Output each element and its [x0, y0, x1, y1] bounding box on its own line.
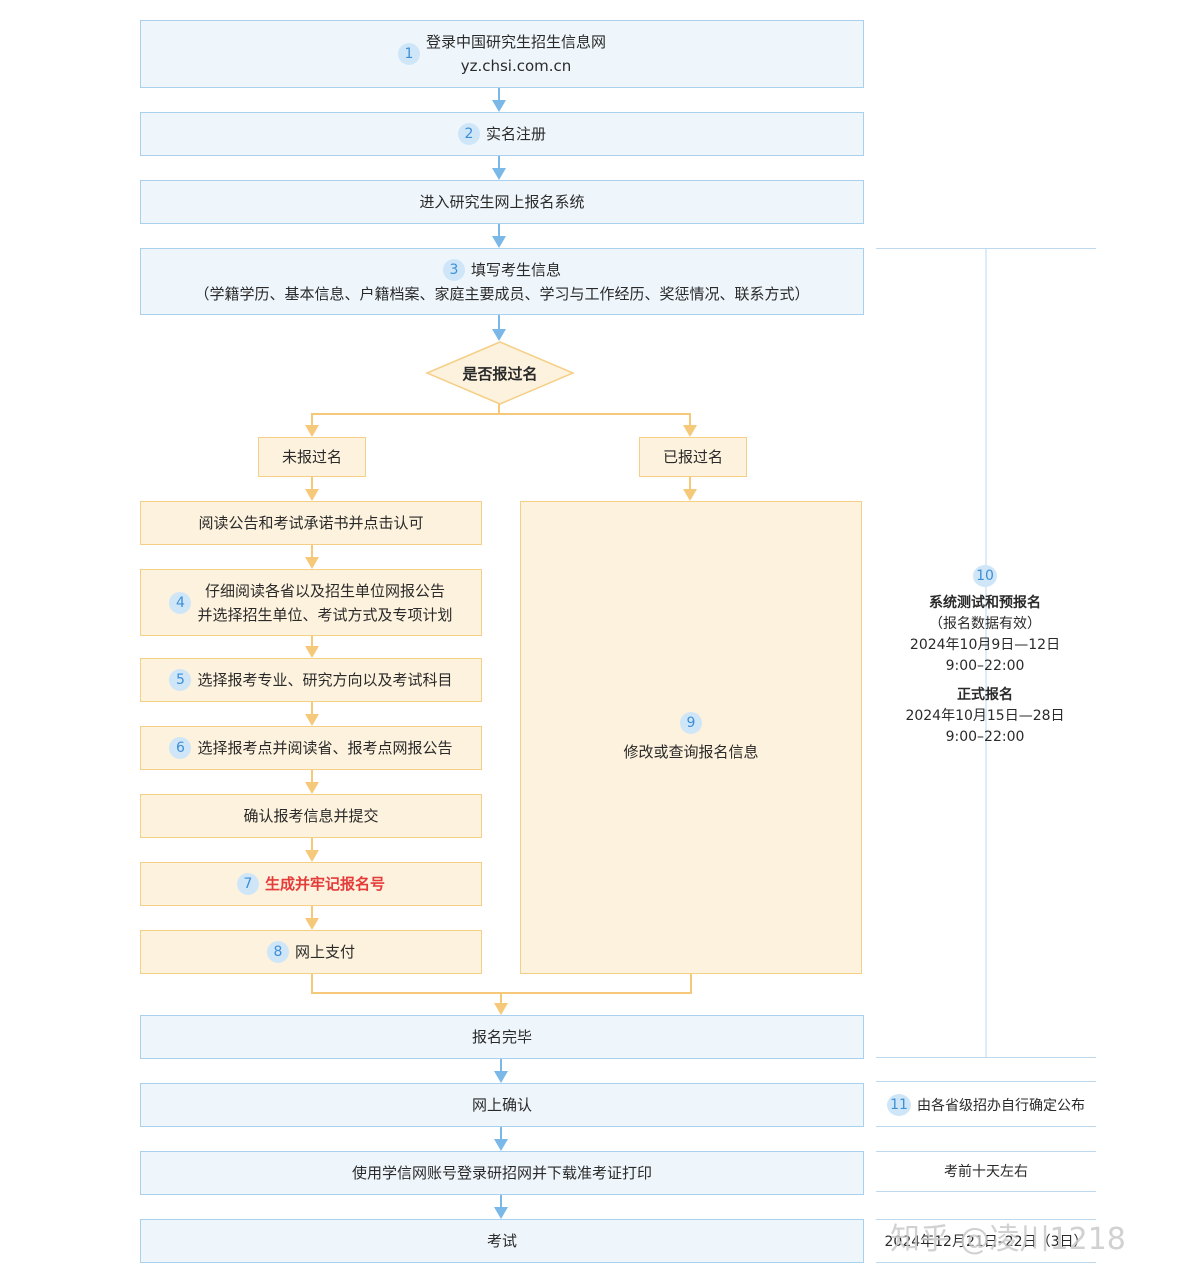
formal-registration-time: 9:00–22:00 [945, 729, 1025, 745]
step-3-detail: （学籍学历、基本信息、户籍档案、家庭主要成员、学习与工作经历、奖惩情况、联系方式… [194, 284, 810, 303]
timeline-divider [876, 248, 1096, 249]
step-9-label: 修改或查询报名信息 [623, 742, 759, 761]
step-exam: 考试 [140, 1219, 864, 1263]
arrow-head [305, 557, 319, 569]
step-number-badge: 10 [973, 565, 997, 587]
arrow-head [305, 782, 319, 794]
step-5-label: 选择报考专业、研究方向以及考试科目 [197, 671, 453, 689]
step-10-registration-period: 10 系统测试和预报名 （报名数据有效） 2024年10月9日—12日 9:00… [900, 565, 1070, 748]
step-number-badge: 11 [887, 1093, 911, 1116]
step-8-payment: 8 网上支付 [140, 930, 482, 974]
step-6-label: 选择报考点并阅读省、报考点网报公告 [197, 739, 453, 757]
branch-registered-label: 已报过名 [662, 448, 723, 466]
step-9-modify-query: 9 修改或查询报名信息 [520, 501, 862, 974]
step-number-badge: 5 [169, 669, 192, 691]
arrow-head [492, 236, 506, 248]
pre-registration-date: 2024年10月9日—12日 [909, 637, 1061, 653]
step-4-line-1: 仔细阅读各省以及招生单位网报公告 [204, 581, 445, 600]
pre-registration-note: （报名数据有效） [929, 616, 1041, 632]
step-number-badge: 7 [236, 873, 259, 895]
step-6-select-site: 6 选择报考点并阅读省、报考点网报公告 [140, 726, 482, 770]
watermark-text: 知乎 @凌川1218 [890, 1222, 1126, 1257]
timeline-divider [876, 1057, 1096, 1058]
branch-not-registered-label: 未报过名 [281, 448, 342, 466]
timeline-divider [876, 1191, 1096, 1192]
formal-registration-date: 2024年10月15日—28日 [905, 708, 1065, 724]
arrow-head [494, 1207, 508, 1219]
branch-connector [499, 413, 691, 427]
exam-date-label: 2024年12月21日–22日（3日） [884, 1233, 1088, 1250]
pre-registration-title: 系统测试和预报名 [929, 595, 1041, 611]
timeline-divider [876, 1262, 1096, 1263]
decision-diamond [425, 341, 575, 405]
admit-ticket-label: 使用学信网账号登录研招网并下载准考证打印 [351, 1164, 652, 1182]
step-7-label: 生成并牢记报名号 [264, 875, 385, 893]
branch-not-registered: 未报过名 [258, 437, 366, 477]
pre-registration-time: 9:00–22:00 [945, 658, 1025, 674]
step-1-login: 1 登录中国研究生招生信息网 yz.chsi.com.cn [140, 20, 864, 88]
branch-registered: 已报过名 [639, 437, 747, 477]
exam-date: 2024年12月21日–22日（3日） [876, 1220, 1096, 1261]
timeline-divider [876, 1081, 1096, 1082]
ticket-print-timing-label: 考前十天左右 [944, 1164, 1028, 1180]
arrow-head [305, 850, 319, 862]
arrow-head [494, 1139, 508, 1151]
step-3-fill-info: 3 填写考生信息 （学籍学历、基本信息、户籍档案、家庭主要成员、学习与工作经历、… [140, 248, 864, 315]
step-done: 报名完毕 [140, 1015, 864, 1059]
arrow-head [305, 646, 319, 658]
read-notice-label: 阅读公告和考试承诺书并点击认可 [198, 514, 424, 532]
step-admit-ticket: 使用学信网账号登录研招网并下载准考证打印 [140, 1151, 864, 1195]
step-number-badge: 9 [680, 711, 702, 734]
step-8-label: 网上支付 [294, 943, 355, 961]
formal-registration-title: 正式报名 [957, 687, 1013, 703]
step-enter-system: 进入研究生网上报名系统 [140, 180, 864, 224]
step-number-badge: 1 [397, 43, 420, 65]
timeline-divider [876, 1126, 1096, 1127]
step-read-notice: 阅读公告和考试承诺书并点击认可 [140, 501, 482, 545]
decision-label: 是否报过名 [462, 364, 538, 383]
arrow-head [494, 1003, 508, 1015]
step-3-title: 填写考生信息 [470, 260, 561, 279]
arrow-head [492, 168, 506, 180]
step-4-line-2: 并选择招生单位、考试方式及专项计划 [197, 605, 453, 624]
arrow-head [492, 329, 506, 341]
enter-system-label: 进入研究生网上报名系统 [419, 193, 585, 211]
ticket-print-timing: 考前十天左右 [876, 1152, 1096, 1190]
timeline-divider [876, 1219, 1096, 1220]
step-number-badge: 4 [169, 591, 192, 614]
step-7-registration-number: 7 生成并牢记报名号 [140, 862, 482, 906]
step-11-confirm-schedule: 11 由各省级招办自行确定公布 [876, 1083, 1096, 1126]
arrow-head [683, 489, 697, 501]
step-number-badge: 8 [266, 941, 289, 963]
step-1-title: 登录中国研究生招生信息网 [425, 33, 606, 51]
step-number-badge: 6 [169, 737, 192, 759]
step-4-select-unit: 4 仔细阅读各省以及招生单位网报公告 并选择招生单位、考试方式及专项计划 [140, 569, 482, 636]
step-1-url: yz.chsi.com.cn [460, 57, 572, 75]
timeline-divider [876, 1151, 1096, 1152]
step-5-select-major: 5 选择报考专业、研究方向以及考试科目 [140, 658, 482, 702]
step-number-badge: 2 [457, 123, 480, 145]
merge-connector [311, 974, 692, 994]
branch-connector [311, 404, 500, 427]
arrow-head [494, 1071, 508, 1083]
arrow-head [492, 100, 506, 112]
step-2-register: 2 实名注册 [140, 112, 864, 156]
online-confirm-label: 网上确认 [471, 1096, 532, 1114]
arrow-head [305, 425, 319, 437]
done-label: 报名完毕 [471, 1028, 532, 1046]
step-confirm-submit: 确认报考信息并提交 [140, 794, 482, 838]
step-online-confirm: 网上确认 [140, 1083, 864, 1127]
exam-label: 考试 [486, 1232, 517, 1250]
step-number-badge: 3 [442, 258, 465, 281]
arrow-head [683, 425, 697, 437]
step-11-label: 由各省级招办自行确定公布 [917, 1097, 1085, 1114]
arrow-head [305, 489, 319, 501]
step-2-label: 实名注册 [485, 125, 546, 143]
arrow-head [305, 714, 319, 726]
confirm-submit-label: 确认报考信息并提交 [243, 807, 379, 825]
arrow-head [305, 918, 319, 930]
